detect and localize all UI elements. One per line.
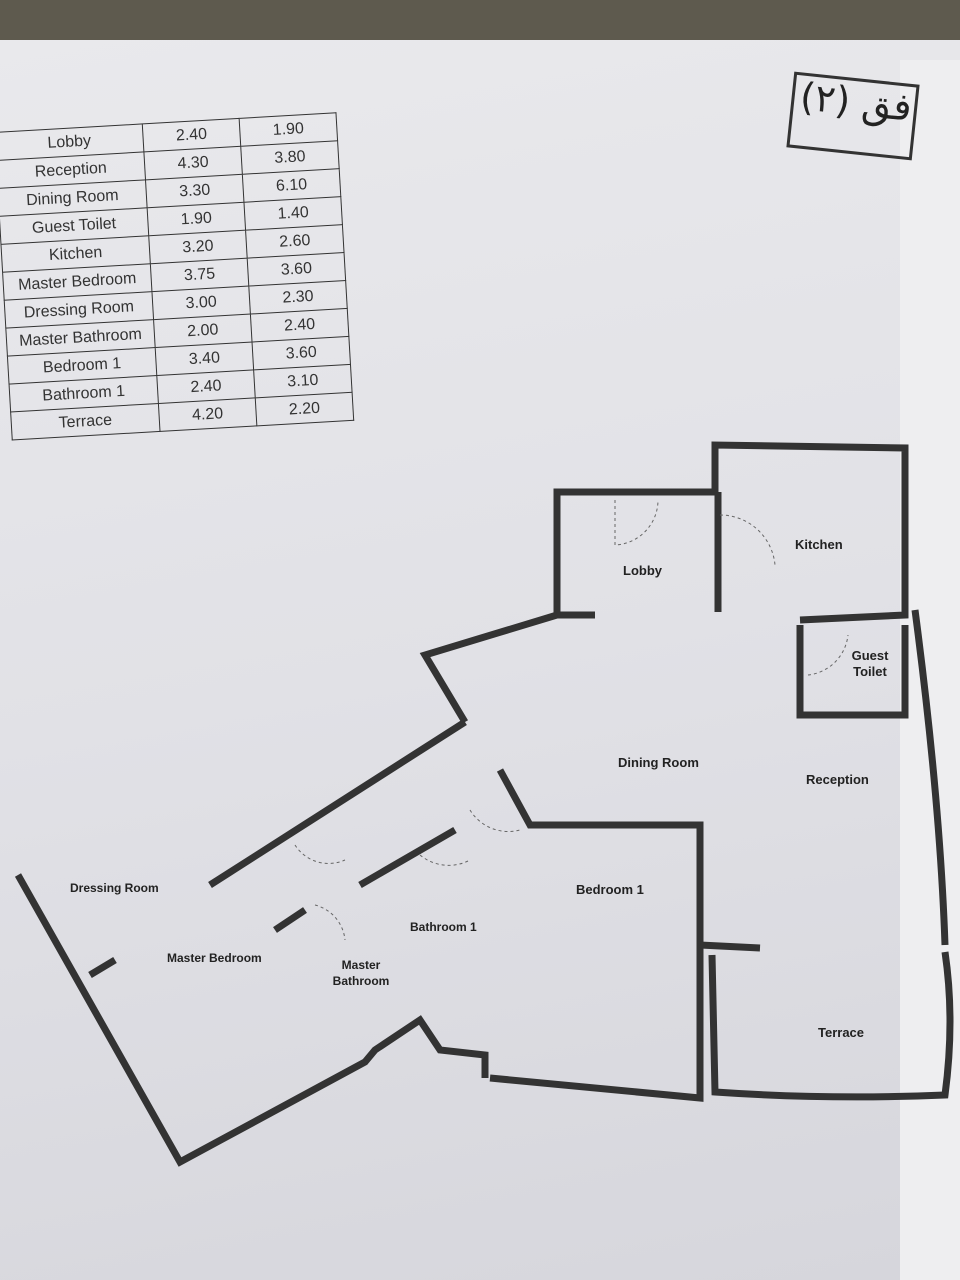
wall-master-bathroom: [273, 907, 307, 933]
door-arc-lobby: [614, 499, 659, 546]
wall-guest-toilet: [796, 625, 909, 719]
wall-bathroom1: [358, 826, 457, 889]
room-label-dressing-room: Dressing Room: [70, 881, 159, 895]
door-arc-bathroom1: [419, 854, 471, 866]
wall-master-wing-bottom: [14, 873, 489, 1167]
room-label-reception: Reception: [806, 772, 869, 787]
wall-reception-right: [911, 609, 949, 946]
room-label-master-bedroom: Master Bedroom: [167, 951, 262, 965]
room-label-kitchen: Kitchen: [795, 537, 843, 552]
door-arc-master: [294, 844, 346, 864]
wall-terrace: [708, 951, 954, 1101]
room-label-lobby: Lobby: [623, 563, 662, 578]
door-arc-bedroom1: [469, 809, 521, 833]
wall-master-wing-top: [208, 719, 467, 888]
room-label-bathroom-1: Bathroom 1: [410, 920, 477, 934]
room-label-dining-room: Dining Room: [618, 755, 699, 770]
wall-lobby-kitchen: [553, 441, 909, 624]
room-label-guest-toilet: Guest Toilet: [851, 648, 889, 679]
door-arc-toilet: [807, 634, 849, 676]
wall-dining-left: [419, 611, 559, 724]
door-arc-kitchen: [719, 514, 776, 566]
wall-bedroom1: [489, 768, 704, 1102]
room-label-terrace: Terrace: [818, 1025, 865, 1040]
room-label-master-bathroom: Master Bathroom: [332, 958, 390, 988]
door-arc-master-bath: [314, 904, 346, 941]
wall-terrace-top: [699, 941, 761, 952]
room-label-bedroom-1: Bedroom 1: [576, 882, 644, 897]
wall-dressing-divider: [88, 956, 117, 979]
